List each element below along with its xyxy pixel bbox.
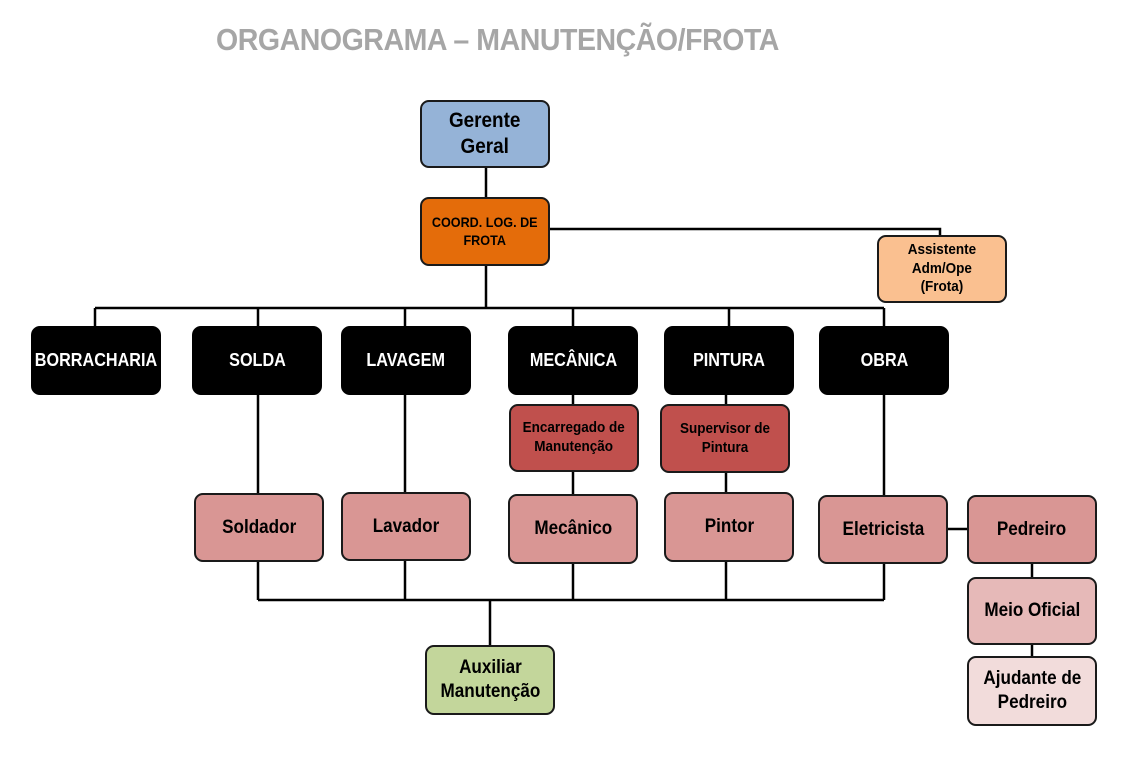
node-coord-log-frota[interactable]: COORD. LOG. DE FROTA	[420, 197, 550, 266]
node-label: OBRA	[860, 350, 908, 371]
node-assistente[interactable]: Assistente Adm/Ope (Frota)	[877, 235, 1007, 303]
node-lavador[interactable]: Lavador	[341, 492, 471, 561]
node-label: Eletricista	[842, 518, 924, 540]
node-mecanico[interactable]: Mecânico	[508, 494, 638, 564]
node-label: Ajudante de Pedreiro	[983, 668, 1081, 713]
node-label: MECÂNICA	[529, 350, 617, 371]
node-eletricista[interactable]: Eletricista	[818, 495, 948, 564]
node-label: BORRACHARIA	[34, 350, 158, 371]
dept-lavagem[interactable]: LAVAGEM	[341, 326, 471, 395]
node-label: Pedreiro	[997, 518, 1067, 540]
dept-solda[interactable]: SOLDA	[192, 326, 322, 395]
node-ajudante-pedreiro[interactable]: Ajudante de Pedreiro	[967, 656, 1097, 726]
node-label: Supervisor de Pintura	[679, 419, 771, 456]
node-soldador[interactable]: Soldador	[194, 493, 324, 562]
node-encarregado-manutencao[interactable]: Encarregado de Manutenção	[509, 404, 639, 472]
node-label: LAVAGEM	[366, 350, 446, 371]
dept-pintura[interactable]: PINTURA	[664, 326, 794, 395]
node-label: Auxiliar Manutenção	[440, 657, 540, 702]
node-label: Meio Oficial	[984, 600, 1080, 622]
dept-mecanica[interactable]: MECÂNICA	[508, 326, 638, 395]
dept-borracharia[interactable]: BORRACHARIA	[31, 326, 161, 395]
node-auxiliar-manutencao[interactable]: Auxiliar Manutenção	[425, 645, 555, 715]
node-label: Lavador	[372, 515, 440, 537]
node-label: COORD. LOG. DE FROTA	[432, 214, 538, 248]
node-label: Pintor	[704, 516, 754, 538]
node-label: Gerente Geral	[449, 108, 521, 158]
node-gerente-geral[interactable]: Gerente Geral	[420, 100, 550, 168]
node-pintor[interactable]: Pintor	[664, 492, 794, 562]
dept-obra[interactable]: OBRA	[819, 326, 949, 395]
node-label: Soldador	[221, 516, 297, 538]
node-label: Mecânico	[534, 518, 612, 540]
node-label: Assistente Adm/Ope (Frota)	[907, 240, 977, 296]
node-meio-oficial[interactable]: Meio Oficial	[967, 577, 1097, 645]
node-supervisor-pintura[interactable]: Supervisor de Pintura	[660, 404, 790, 473]
node-label: PINTURA	[693, 350, 765, 371]
page-title: ORGANOGRAMA – MANUTENÇÃO/FROTA	[216, 22, 779, 57]
node-label: SOLDA	[228, 350, 286, 371]
node-label: Encarregado de Manutenção	[522, 419, 626, 455]
node-pedreiro[interactable]: Pedreiro	[967, 495, 1097, 564]
